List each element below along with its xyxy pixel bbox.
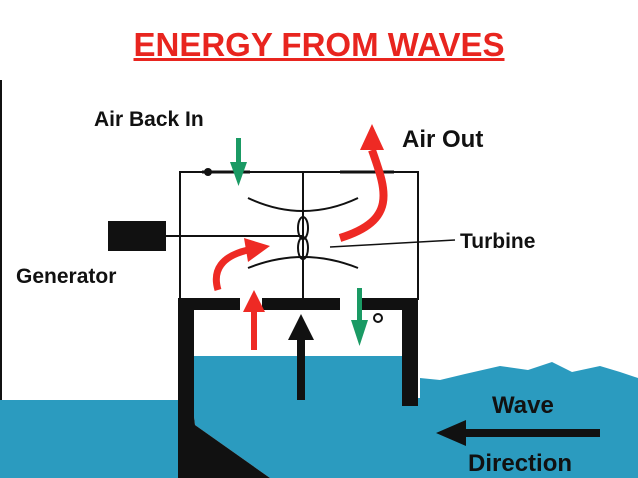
air-out-arrow-icon [338,124,388,242]
chamber-right-wall [402,300,418,406]
turbine-pointer-line [329,239,456,248]
label-wave: Wave [492,392,554,419]
chamber-left-wall [178,300,194,478]
slide-title: ENERGY FROM WAVES [133,26,505,63]
label-air-out: Air Out [402,126,483,153]
chamber-roof-right [362,298,418,310]
label-generator: Generator [16,265,116,288]
label-direction: Direction [468,450,572,477]
upper-guide-vane [247,197,359,212]
wave-push-arrow-icon [288,314,314,400]
wave-direction-arrow-icon [436,420,600,446]
label-turbine: Turbine [460,230,535,253]
air-up-arrow-icon [243,290,265,350]
chamber-roof-left [178,298,240,310]
air-down-arrow-icon [351,288,368,346]
air-back-in-arrow-icon [230,138,247,186]
label-air-back-in: Air Back In [94,108,204,131]
top-valve-hinge [204,168,212,176]
air-into-turbine-arrow-icon [212,238,270,292]
valve-hinge [373,313,383,323]
chamber-roof-middle [262,298,340,310]
generator-box [108,221,166,251]
seabed [178,400,270,478]
lower-guide-vane [247,256,359,269]
sea-water [0,400,178,478]
